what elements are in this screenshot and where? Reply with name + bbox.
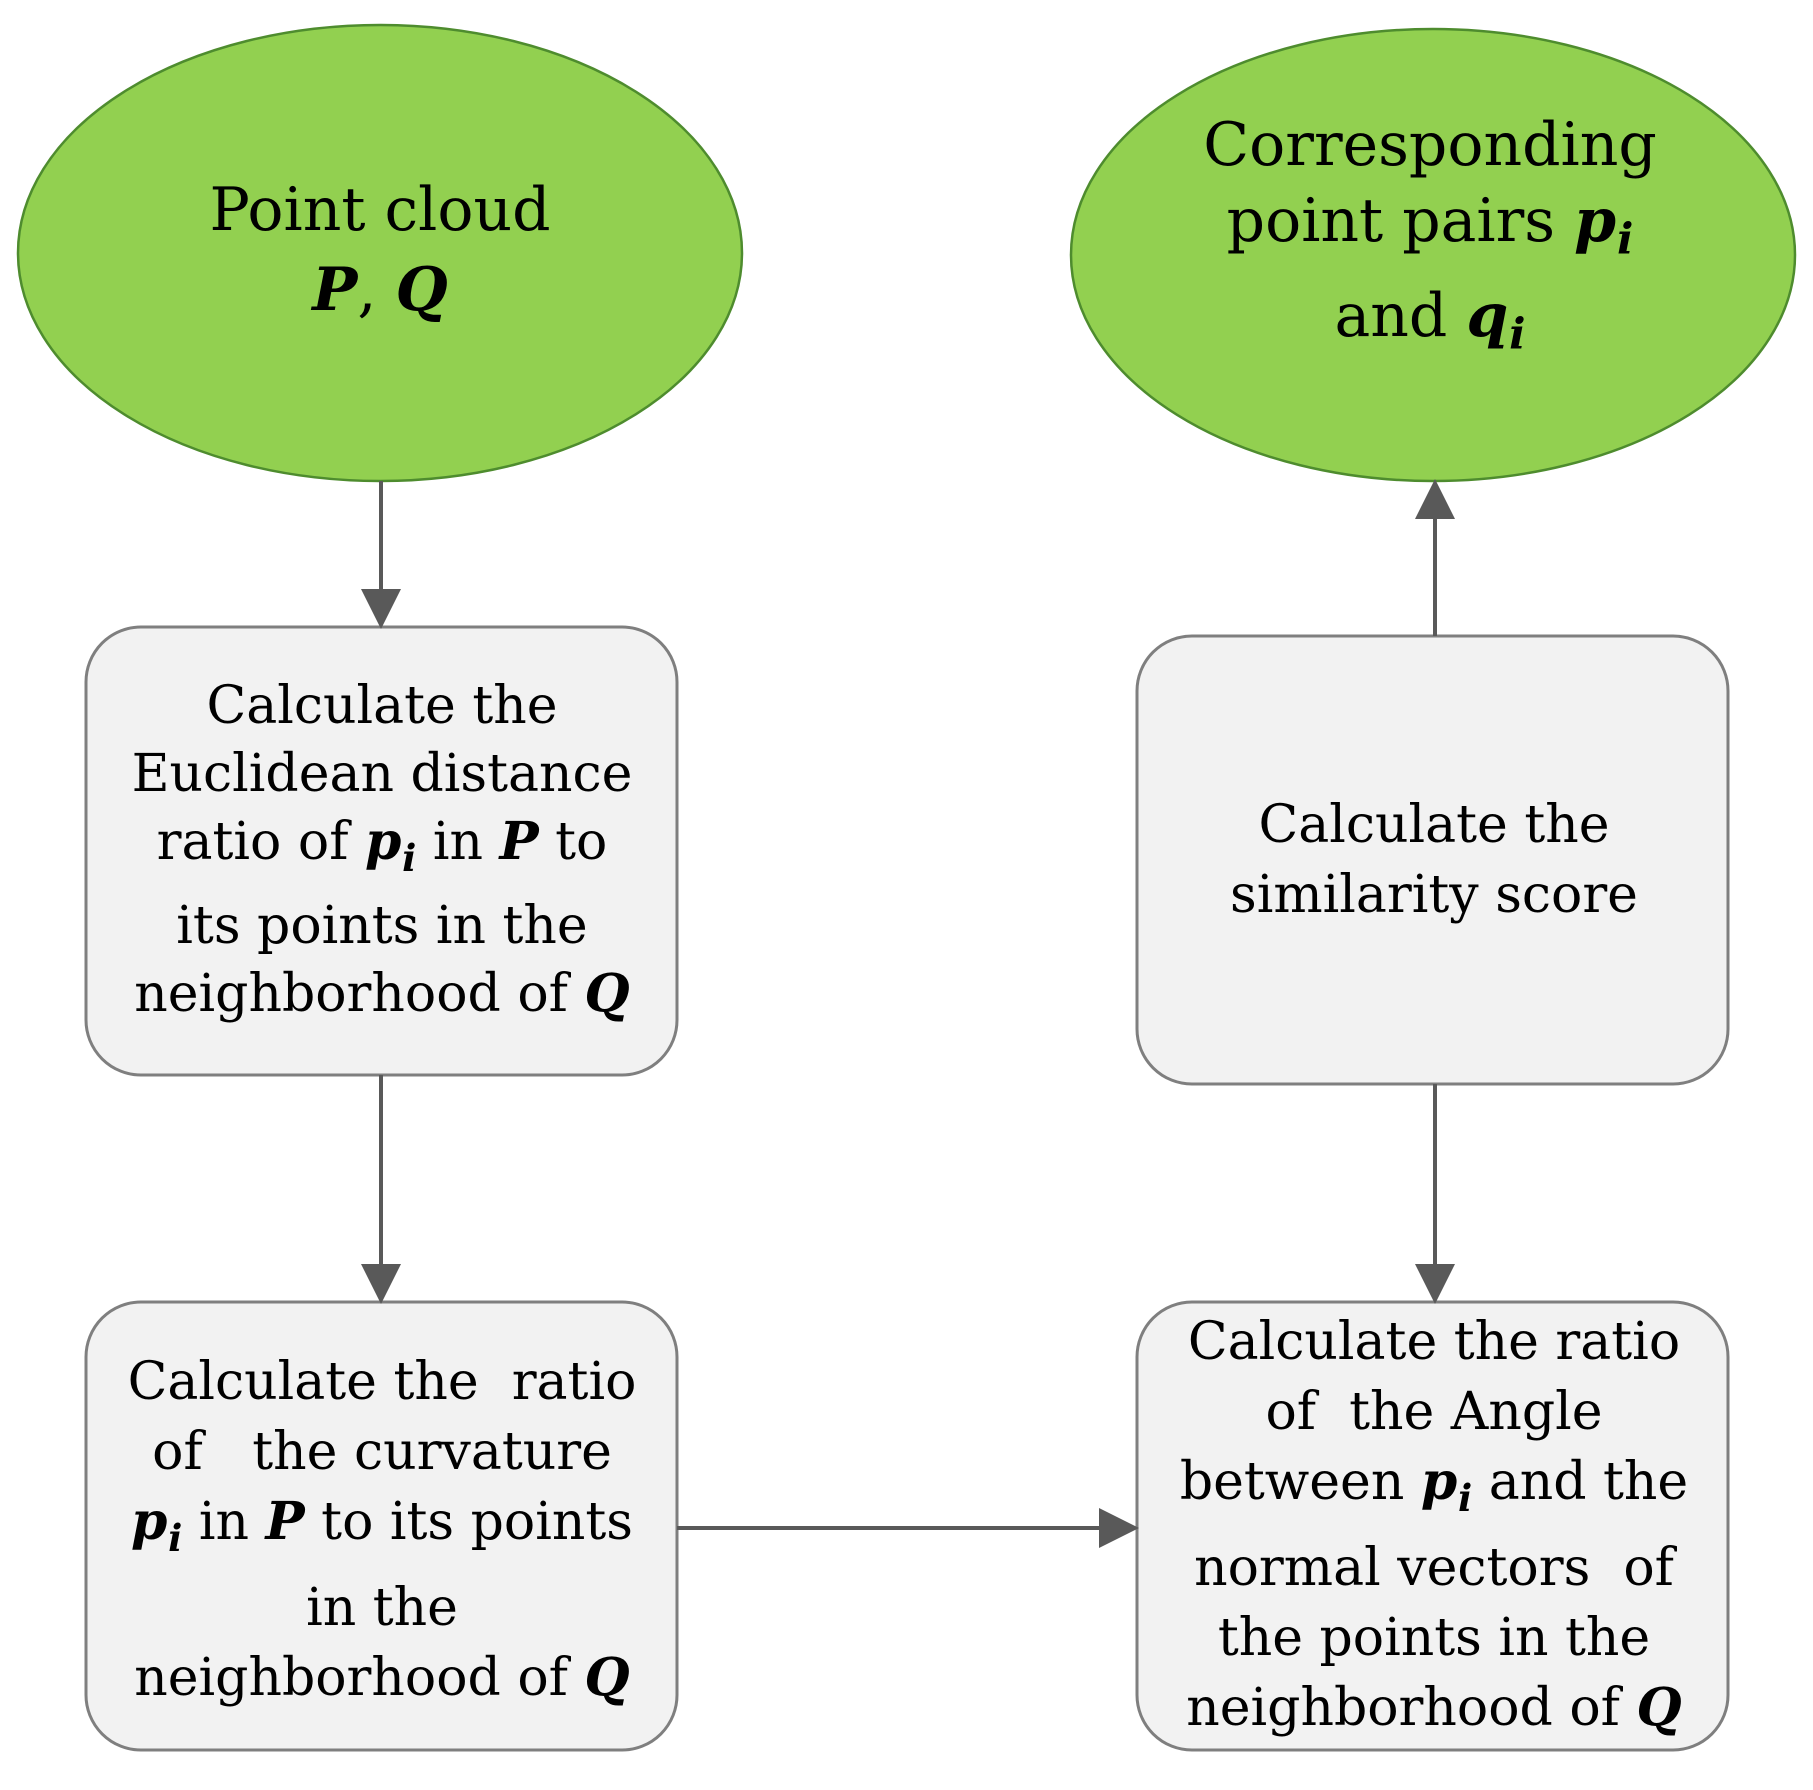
start-variables: P, Q — [312, 250, 448, 330]
var-p: p — [1574, 186, 1617, 257]
sub-i: i — [1457, 1475, 1473, 1520]
euclidean-line-2: Euclidean distance — [131, 744, 633, 805]
similarity-line-1: Calculate the — [1258, 795, 1610, 855]
end-line-2-text: point pairs — [1226, 186, 1556, 257]
angle-line-3-b: and the — [1488, 1452, 1689, 1513]
end-line-2: point pairs pi — [1227, 183, 1634, 278]
end-line-3-text: and — [1334, 281, 1448, 351]
angle-line-6-text: neighborhood of — [1186, 1677, 1620, 1738]
var-Q: Q — [395, 255, 448, 325]
var-p: p — [1420, 1451, 1458, 1513]
var-P: P — [265, 1491, 305, 1553]
euclidean-line-4: its points in the — [176, 895, 588, 956]
angle-line-3-a: between — [1179, 1452, 1405, 1513]
euclidean-line-5: neighborhood of Q — [134, 960, 629, 1028]
similarity-node-label: Calculate the similarity score — [1144, 640, 1724, 1080]
var-Q: Q — [1636, 1676, 1682, 1738]
curvature-line-2: of the curvature — [152, 1422, 612, 1483]
var-p: p — [364, 811, 402, 873]
similarity-box — [1135, 634, 1730, 1086]
var-P: P — [312, 255, 358, 325]
sub-i: i — [402, 835, 417, 880]
end-node-label: Corresponding point pairs pi and qi — [1110, 90, 1750, 390]
euclidean-line-3-b: in — [432, 812, 483, 873]
euclidean-line-1: Calculate the — [206, 676, 558, 737]
angle-line-1: Calculate the ratio — [1187, 1312, 1681, 1373]
euclidean-line-3-a: ratio of — [156, 812, 349, 873]
angle-line-4: normal vectors of — [1194, 1537, 1674, 1598]
var-Q: Q — [584, 962, 630, 1024]
start-node-label: Point cloud P, Q — [80, 120, 680, 380]
curvature-line-3: pi in P to its points — [131, 1487, 633, 1572]
angle-line-5: the points in the — [1217, 1607, 1651, 1668]
var-separator: , — [357, 255, 377, 325]
angle-line-6: neighborhood of Q — [1186, 1673, 1681, 1743]
curvature-line-4: in the — [306, 1577, 458, 1638]
curvature-node-label: Calculate the ratio of the curvature pi … — [92, 1310, 672, 1750]
euclidean-line-3: ratio of pi in P to — [157, 808, 608, 891]
euclidean-line-3-c: to — [555, 812, 608, 873]
curvature-line-5-text: neighborhood of — [134, 1647, 568, 1708]
end-line-3: and qi — [1334, 278, 1525, 373]
var-P: P — [499, 811, 539, 873]
angle-line-3: between pi and the — [1180, 1447, 1688, 1532]
euclidean-line-5-text: neighborhood of — [134, 963, 568, 1024]
euclidean-node-label: Calculate the Euclidean distance ratio o… — [92, 630, 672, 1070]
sub-i: i — [1616, 214, 1634, 265]
similarity-line-2: similarity score — [1230, 865, 1638, 925]
curvature-line-5: neighborhood of Q — [134, 1643, 629, 1713]
sub-i: i — [168, 1515, 183, 1560]
end-line-1: Corresponding — [1203, 110, 1657, 181]
start-title: Point cloud — [209, 175, 551, 245]
curvature-line-3-b: to its points — [321, 1492, 633, 1553]
var-p: p — [131, 1491, 168, 1553]
curvature-line-1: Calculate the ratio — [127, 1352, 637, 1413]
sub-i: i — [1509, 308, 1526, 360]
curvature-line-3-a: in — [198, 1492, 249, 1553]
angle-node-label: Calculate the ratio of the Angle between… — [1144, 1300, 1724, 1750]
angle-line-2: of the Angle — [1265, 1382, 1603, 1443]
var-Q: Q — [584, 1646, 630, 1708]
var-q: q — [1466, 281, 1509, 351]
